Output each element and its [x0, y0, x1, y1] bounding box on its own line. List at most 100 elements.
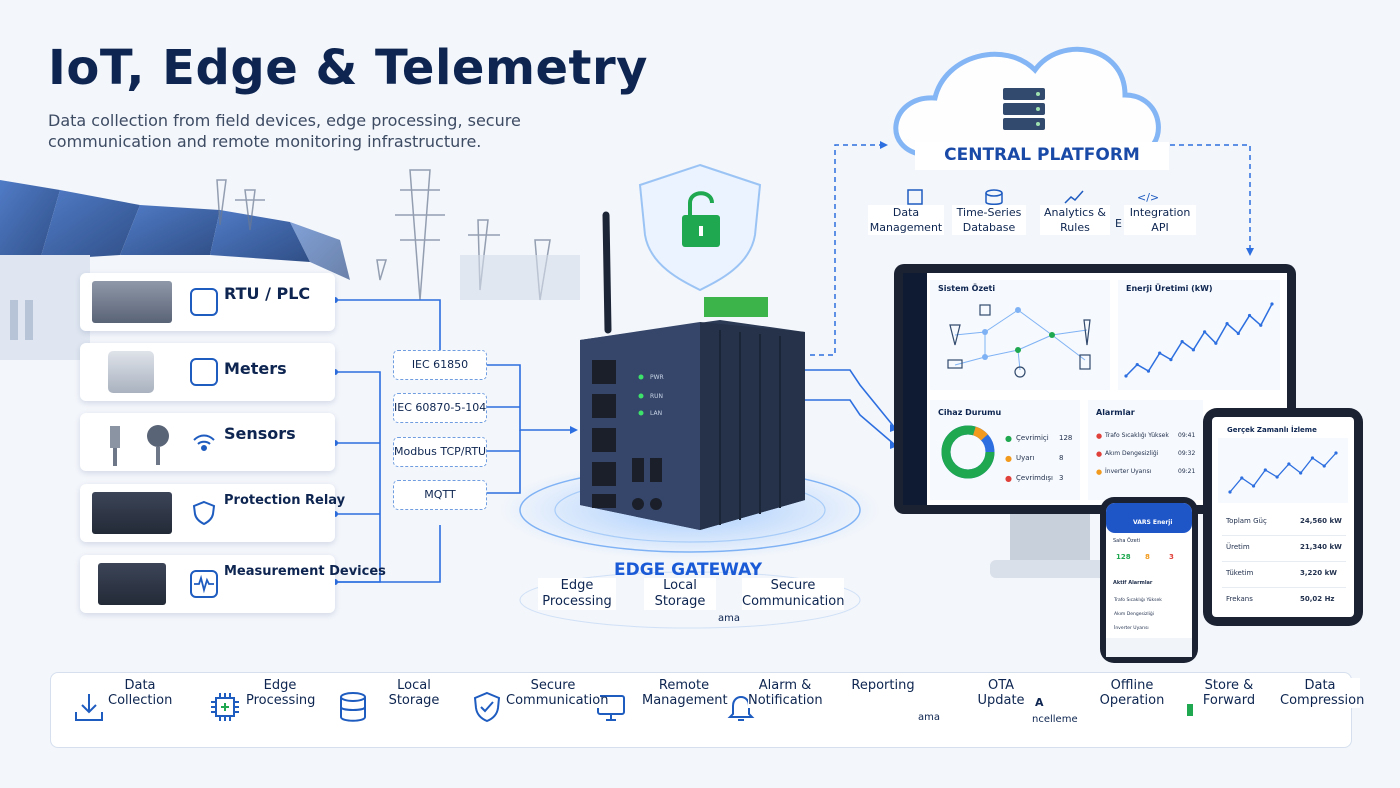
cpu-chip-icon [211, 693, 239, 721]
status-label: Çevrimiçi [1016, 434, 1049, 442]
plc-image [92, 281, 172, 323]
central-platform-cloud [893, 46, 1161, 158]
phone-summary-heading: Saha Özeti [1113, 538, 1141, 544]
series-point [1228, 490, 1232, 494]
analytics-icon [1064, 190, 1084, 204]
alarm-dot: ● [1096, 450, 1103, 458]
energy-points [1124, 302, 1274, 378]
sensor-image [92, 421, 172, 466]
shield-check-icon [473, 691, 501, 723]
status-value: 128 [1059, 434, 1073, 442]
monitor-device [894, 264, 1296, 578]
svg-text:</>: </> [1137, 191, 1159, 204]
series-point [1146, 369, 1151, 373]
device-status-donut [941, 425, 995, 479]
capability-label: Store & Forward [1196, 678, 1262, 708]
tablet-metric-row: Frekans 50,02 Hz [1222, 588, 1346, 614]
platform-module-data-management: Data Management [868, 205, 944, 235]
capability-label: Local Storage [388, 678, 440, 708]
energy-series-line [1125, 303, 1273, 377]
security-shield-icon [638, 163, 762, 292]
capability-label: OTA Update [972, 678, 1030, 708]
panel-title-device-status: Cihaz Durumu [938, 408, 1002, 417]
data-management-icon [907, 189, 923, 205]
status-label: Çevrimdışı [1016, 474, 1053, 482]
platform-module-integration-api: Integration API [1124, 205, 1196, 235]
gateway-feature-local-storage: Local Storage [644, 578, 716, 610]
tablet-points [1228, 451, 1338, 494]
platform-module-analytics-rules: Analytics & Rules [1040, 205, 1110, 235]
phone-alarm-item[interactable]: İnverter Uyarısı [1114, 626, 1149, 631]
series-point [1180, 340, 1184, 344]
gateway-feature-secure-communication: Secure Communication [742, 578, 845, 610]
rtu-icon [190, 288, 218, 316]
alarm-text: Trafo Sıcaklığı Yüksek [1105, 432, 1169, 439]
alarm-item[interactable]: ● Akım Dengesizliği 09:32 [1096, 450, 1200, 468]
metric-value: 3,220 kW [1300, 569, 1337, 577]
alarm-list: ● Trafo Sıcaklığı Yüksek 09:41 ● Akım De… [1096, 432, 1200, 486]
phone-count-warning: 8 [1145, 553, 1150, 561]
capability-label: Alarm & Notification [748, 678, 823, 708]
series-point [1158, 351, 1162, 355]
device-card-sensors[interactable]: Sensors [80, 413, 335, 471]
device-card-rtu-plc[interactable]: RTU / PLC [80, 273, 335, 331]
panel-title-alarms: Alarmlar [1096, 408, 1135, 417]
series-point [1275, 475, 1279, 479]
series-point [1225, 322, 1229, 326]
phone-alarm-item[interactable]: Akım Dengesizliği [1114, 612, 1155, 617]
sensor-icon [190, 428, 218, 456]
metric-label: Üretim [1226, 543, 1250, 551]
capability-text-fragment: A [1035, 696, 1044, 709]
series-point [1270, 302, 1274, 306]
alarm-item[interactable]: ● Trafo Sıcaklığı Yüksek 09:41 [1096, 432, 1200, 450]
series-point [1203, 330, 1207, 334]
alarm-item[interactable]: ● İnverter Uyarısı 09:21 [1096, 468, 1200, 486]
tablet-metric-row: Toplam Güç 24,560 kW [1222, 510, 1346, 536]
device-label: Measurement Devices [224, 564, 386, 579]
series-point [1169, 358, 1173, 362]
capability-text-fragment: ama [918, 712, 940, 723]
metric-value: 24,560 kW [1300, 517, 1342, 525]
series-point [1310, 456, 1315, 460]
status-row-offline: ● Çevrimdışı 3 [1005, 472, 1075, 492]
edge-gateway-label: EDGE GATEWAY [613, 560, 763, 580]
energy-line-chart [1124, 302, 1274, 378]
series-point [1124, 374, 1128, 378]
alarm-time: 09:41 [1178, 432, 1196, 439]
metric-label: Toplam Güç [1226, 517, 1267, 525]
phone-count-online: 128 [1116, 553, 1131, 561]
store-forward-icon [1187, 704, 1193, 716]
series-point [1247, 313, 1252, 318]
port-label-run: RUN [650, 393, 664, 400]
phone-title: VARS Enerji [1133, 519, 1173, 526]
capability-text-fragment: ncelleme [1032, 714, 1078, 725]
alarm-time: 09:32 [1178, 450, 1196, 457]
alarm-dot: ● [1096, 468, 1103, 476]
status-label: Uyarı [1016, 454, 1035, 462]
meter-image [108, 351, 154, 393]
device-card-meters[interactable]: Meters [80, 343, 335, 401]
metric-label: Tüketim [1226, 569, 1254, 577]
series-point [1259, 323, 1263, 327]
solar-panels [0, 180, 350, 280]
series-point [1240, 476, 1244, 480]
device-card-measurement-devices[interactable]: Measurement Devices [80, 555, 386, 613]
device-label: Meters [224, 359, 287, 378]
protocol-iec-60870: IEC 60870-5-104 [393, 393, 487, 423]
platform-text-fragment: E [1115, 217, 1122, 230]
protocol-iec-61850: IEC 61850 [393, 350, 487, 380]
status-row-online: ● Çevrimiçi 128 [1005, 432, 1075, 452]
database-icon [985, 189, 1003, 205]
protocol-mqtt: MQTT [393, 480, 487, 510]
shield-icon [190, 499, 218, 527]
page-subtitle: Data collection from field devices, edge… [48, 111, 521, 151]
metric-label: Frekans [1226, 595, 1253, 603]
port-label-lan: LAN [650, 410, 663, 417]
status-value: 3 [1059, 474, 1064, 482]
device-card-protection-relay[interactable]: Protection Relay [80, 484, 345, 542]
device-label: Sensors [224, 424, 296, 443]
protocol-modbus: Modbus TCP/RTU [393, 437, 487, 467]
series-point [1299, 471, 1303, 475]
series-point [1191, 348, 1195, 352]
phone-alarm-item[interactable]: Trafo Sıcaklığı Yüksek [1114, 598, 1162, 603]
